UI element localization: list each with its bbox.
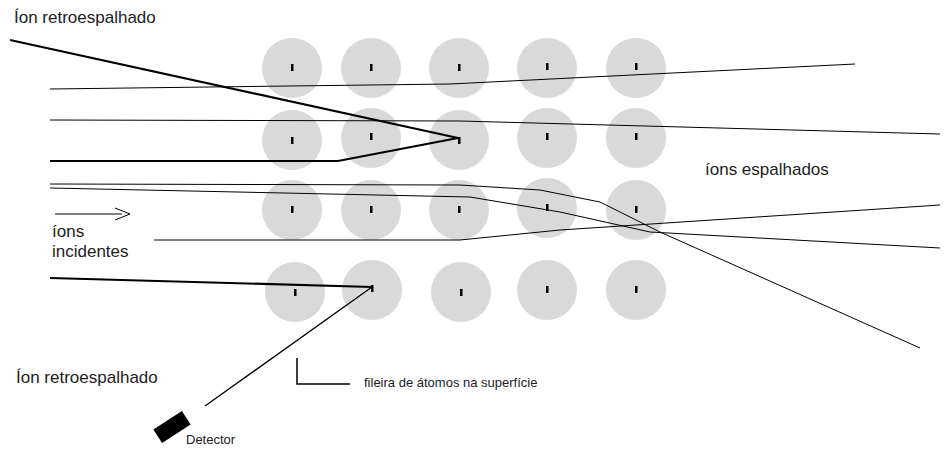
atom-nuclei bbox=[291, 63, 638, 296]
ion-trajectories bbox=[50, 64, 940, 348]
backscatter-label: Íon retroespalhado bbox=[14, 368, 160, 388]
scattered-label: íons espalhados bbox=[703, 160, 831, 180]
atom-grid bbox=[262, 38, 666, 322]
surface-row-label: fileira de átomos na superfície bbox=[362, 375, 539, 391]
backscatter-ray bbox=[205, 287, 372, 406]
direction-arrow bbox=[55, 208, 130, 220]
detector-label: Detector bbox=[184, 432, 237, 448]
incident-label: íons incidentes bbox=[50, 222, 154, 263]
surface-bracket bbox=[297, 358, 350, 384]
backscatter-trajectories bbox=[10, 40, 458, 287]
backscatter-label: Íon retroespalhado bbox=[12, 8, 158, 28]
